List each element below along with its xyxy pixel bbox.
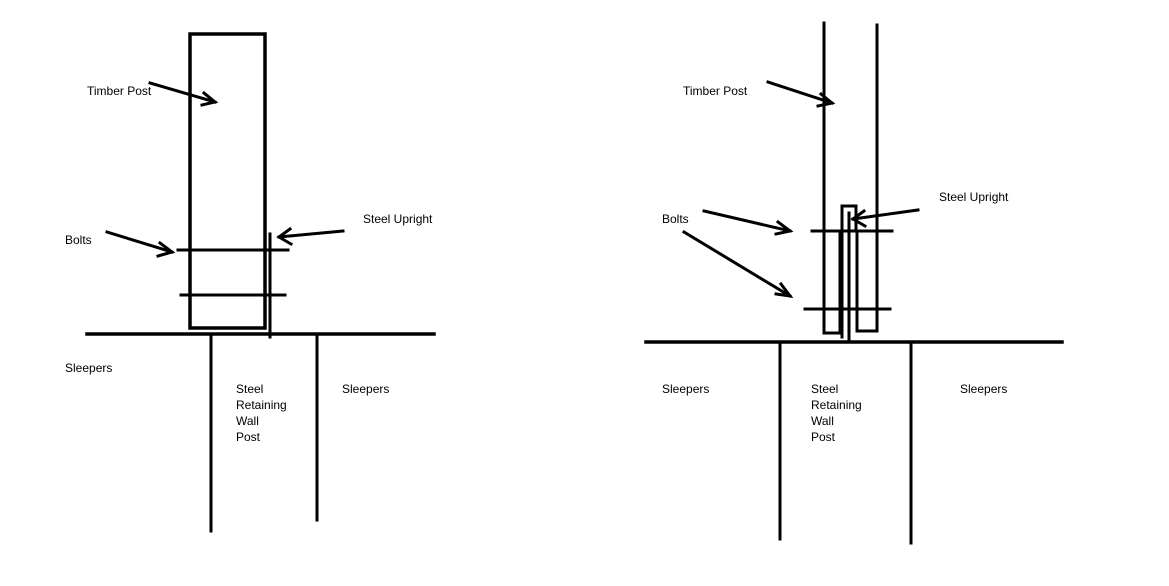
left-label-bolts: Bolts — [65, 233, 92, 247]
right-arrow-steel-upright — [850, 208, 920, 229]
left-label-steel-post-line-3: Wall — [236, 414, 259, 428]
right-label-steel-post-line-2: Retaining — [811, 398, 862, 412]
right-label-bolts: Bolts — [662, 212, 689, 226]
left-timber-post — [188, 32, 267, 330]
left-arrow-timber-post — [148, 81, 219, 107]
right-label-sleepers-right: Sleepers — [960, 382, 1008, 396]
left-label-steel-post-line-1: Steel — [236, 382, 264, 396]
left-label-timber-post: Timber Post — [87, 84, 152, 98]
right-diagram — [644, 21, 1064, 545]
left-arrow-bolts — [105, 230, 176, 258]
left-arrow-steel-upright — [276, 226, 345, 247]
left-label-sleepers-right: Sleepers — [342, 382, 390, 396]
left-label-steel-post-line-2: Retaining — [236, 398, 287, 412]
left-diagram — [85, 32, 436, 533]
right-arrow-bolts-upper — [702, 209, 794, 236]
left-label-steel-retaining-wall-post: Steel Retaining Wall Post — [236, 381, 287, 445]
right-label-steel-post-line-3: Wall — [811, 414, 834, 428]
left-label-steel-upright: Steel Upright — [363, 212, 433, 226]
right-label-steel-post-line-1: Steel — [811, 382, 839, 396]
right-label-sleepers-left: Sleepers — [662, 382, 710, 396]
right-label-steel-post-line-4: Post — [811, 430, 836, 444]
right-label-steel-upright: Steel Upright — [939, 190, 1009, 204]
right-timber-post-right-bottom — [855, 229, 879, 333]
right-label-steel-retaining-wall-post: Steel Retaining Wall Post — [811, 381, 862, 445]
right-label-timber-post: Timber Post — [683, 84, 748, 98]
right-arrow-bolts-lower — [681, 229, 794, 299]
right-timber-post-left-bottom — [822, 231, 842, 335]
left-label-sleepers-left: Sleepers — [65, 361, 113, 375]
left-label-steel-post-line-4: Post — [236, 430, 261, 444]
right-arrow-timber-post — [766, 80, 836, 108]
